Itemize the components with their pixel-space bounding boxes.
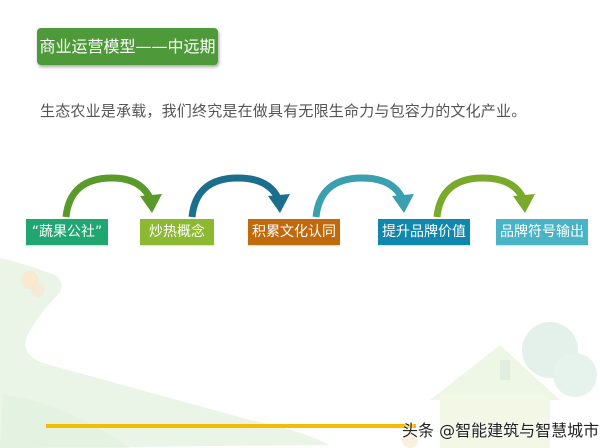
step-4: 提升品牌价值 [378,219,470,245]
arrow-icon [433,174,535,218]
step-2: 炒热概念 [140,219,214,245]
slide-title: 商业运营模型——中远期 [37,28,218,65]
step-3: 积累文化认同 [248,219,340,245]
watermark: 头条 @智能建筑与智慧城市 [402,421,600,440]
step-1: “蔬果公社” [26,219,108,245]
arrow-icon [188,174,290,218]
flow-arrows [62,174,535,218]
arrow-icon [62,174,162,218]
slide-subtitle: 生态农业是承载，我们终究是在做具有无限生命力与包容力的文化产业。 [40,102,527,120]
arrow-icon [312,174,414,218]
step-5: 品牌符号输出 [496,219,588,245]
accent-line [46,424,416,428]
